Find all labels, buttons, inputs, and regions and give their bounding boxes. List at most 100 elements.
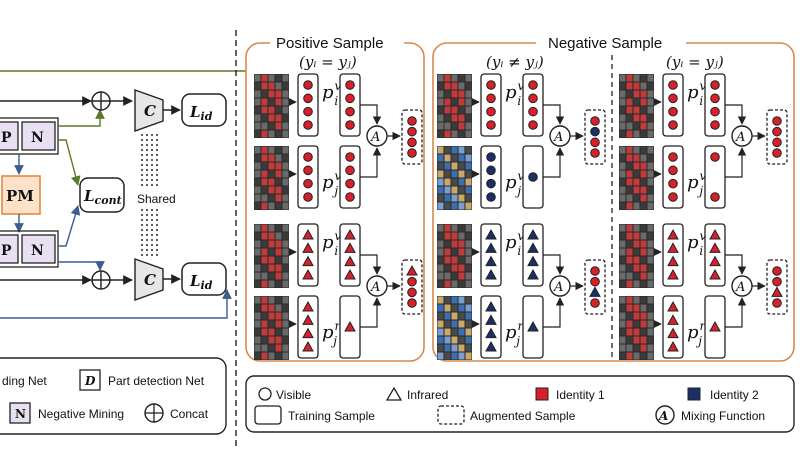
identity1-circle-marker — [345, 178, 355, 189]
identity2-circle-marker — [590, 126, 600, 137]
svg-text:A: A — [658, 409, 668, 423]
upper-p-box — [0, 121, 19, 151]
identity1-circle-marker — [528, 80, 538, 90]
identity1-circle-marker — [710, 80, 720, 90]
shared-label: Shared — [137, 192, 176, 206]
upper-n-label: N — [31, 130, 44, 146]
person-image — [437, 74, 472, 138]
identity1-circle-marker — [528, 120, 538, 130]
mixing-function-symbol: A — [370, 280, 380, 295]
identity1-triangle-marker — [302, 314, 314, 325]
identity1-circle-marker — [772, 276, 782, 287]
identity1-circle-marker — [772, 298, 782, 308]
augmented-sample — [584, 259, 606, 315]
classifier-upper-label: C — [144, 102, 156, 120]
legend-infrared-icon — [385, 386, 403, 401]
identity1-triangle-marker — [667, 255, 679, 267]
identity1-triangle-marker — [344, 320, 356, 332]
mixing-function-symbol: A — [735, 280, 745, 295]
identity1-circle-marker — [486, 80, 496, 90]
l-id-upper-label: Lid — [189, 103, 213, 123]
right-legend: Visible Infrared Identity 1 Identity 2 T… — [245, 375, 795, 433]
identity1-circle-marker — [772, 116, 782, 126]
identity1-circle-marker — [345, 93, 355, 104]
identity1-circle-marker — [303, 80, 313, 90]
legend-visible: Visible — [276, 388, 311, 402]
feature-column-i — [297, 73, 319, 137]
identity1-circle-marker — [303, 178, 313, 189]
concat-lower — [91, 270, 111, 290]
lower-p-label: P — [1, 243, 12, 259]
l-id-upper-box — [181, 93, 227, 127]
feature-column-i-out — [522, 223, 544, 287]
identity1-circle-marker — [590, 276, 600, 287]
feature-column-i-out — [522, 73, 544, 137]
person-image — [437, 296, 472, 360]
identity1-circle-marker — [590, 116, 600, 126]
feature-column-j — [662, 295, 684, 359]
classifier-upper — [134, 89, 164, 132]
identity1-circle-marker — [772, 137, 782, 148]
person-image — [437, 146, 472, 210]
identity1-circle-marker — [345, 80, 355, 90]
legend-identity1: Identity 1 — [556, 388, 605, 402]
mixing-function-symbol: A — [735, 130, 745, 145]
identity1-triangle-marker — [667, 340, 679, 352]
identity1-triangle-marker — [667, 327, 679, 339]
feature-column-j — [480, 295, 502, 359]
identity2-triangle-marker — [527, 242, 539, 253]
legend-augmented-sample: Augmented Sample — [470, 409, 576, 423]
feature-column-j — [480, 145, 502, 209]
person-image — [254, 74, 289, 138]
identity1-circle-marker — [710, 93, 720, 104]
legend-d-box — [79, 369, 101, 391]
legend-visible-icon — [258, 387, 272, 401]
identity1-circle-marker — [303, 165, 313, 176]
identity1-triangle-marker — [344, 242, 356, 253]
identity1-circle-marker — [486, 93, 496, 104]
negative-condition-2: (yᵢ = yⱼ) — [666, 53, 724, 71]
feature-column-j-out — [339, 145, 361, 209]
identity1-circle-marker — [590, 266, 600, 276]
person-image — [254, 224, 289, 288]
identity1-triangle-marker — [302, 242, 314, 253]
svg-text:N: N — [15, 407, 26, 421]
feature-column-i-out — [704, 73, 726, 137]
identity1-triangle-marker — [709, 242, 721, 253]
legend-negative-mining: Negative Mining — [38, 407, 124, 421]
identity1-circle-marker — [668, 152, 678, 162]
positive-condition: (yᵢ = yⱼ) — [299, 53, 357, 71]
person-image — [437, 224, 472, 288]
l-id-lower-box — [181, 262, 227, 296]
identity1-circle-marker — [407, 116, 417, 126]
identity1-circle-marker — [407, 148, 417, 158]
identity1-triangle-marker — [302, 268, 314, 280]
identity2-circle-marker — [486, 178, 496, 189]
identity1-circle-marker — [345, 165, 355, 176]
legend-training-icon — [254, 405, 282, 425]
identity1-triangle-marker — [406, 264, 418, 276]
identity1-triangle-marker — [302, 340, 314, 352]
person-image — [254, 296, 289, 360]
feature-column-i — [480, 73, 502, 137]
identity1-circle-marker — [668, 192, 678, 202]
identity2-triangle-marker — [527, 268, 539, 280]
person-image — [619, 224, 654, 288]
concat-upper — [91, 91, 111, 111]
augmented-sample — [766, 259, 788, 315]
identity1-triangle-marker — [667, 242, 679, 253]
mixing-function-symbol: A — [553, 130, 563, 145]
identity1-triangle-marker — [709, 255, 721, 267]
identity1-circle-marker — [486, 106, 496, 117]
augmented-sample — [766, 109, 788, 165]
identity1-circle-marker — [303, 93, 313, 104]
